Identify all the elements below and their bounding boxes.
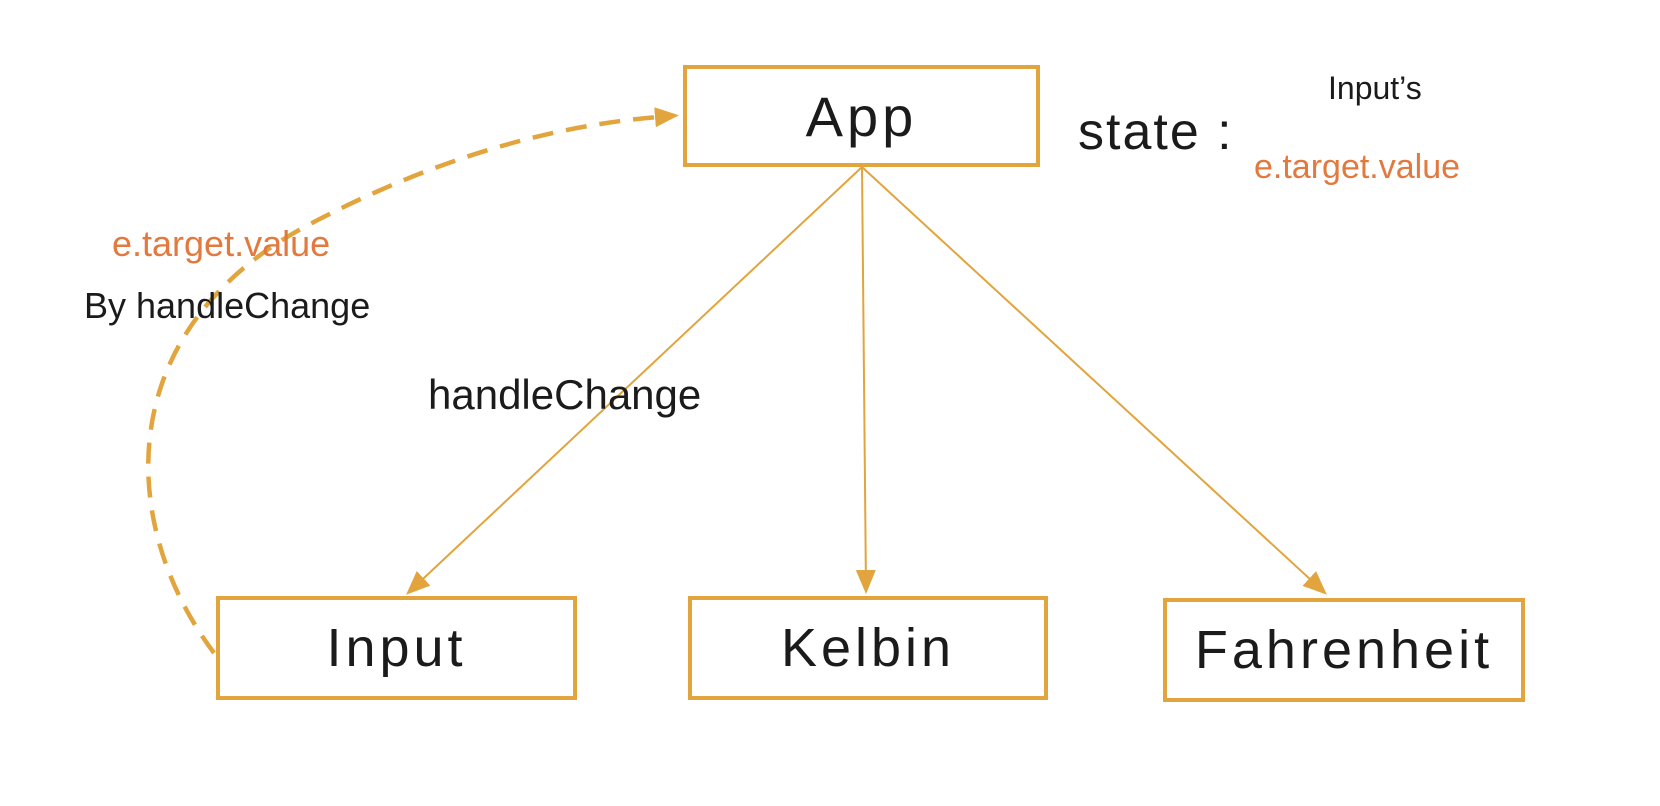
callback-value-label: e.target.value [112,223,331,264]
edge-input-to-app-callback-dashed [146,107,679,655]
edge-app-to-input [406,166,863,595]
node-app-label: App [805,84,918,148]
edge-app-to-fahrenheit [861,166,1327,595]
node-input: Input [216,596,577,700]
state-value-label: e.target.value [1254,148,1461,186]
edge-handlechange-label: handleChange [428,371,702,418]
node-fahrenheit: Fahrenheit [1163,598,1525,702]
node-kelbin: Kelbin [688,596,1048,700]
node-kelbin-label: Kelbin [780,618,956,678]
node-input-label: Input [326,618,467,678]
state-label: state : [1078,103,1234,161]
callback-by-label: By handleChange [84,285,371,326]
state-owner-label: Input’s [1328,70,1422,106]
node-app: App [683,65,1040,167]
edge-app-to-kelbin [855,166,876,594]
node-fahrenheit-label: Fahrenheit [1194,620,1494,680]
